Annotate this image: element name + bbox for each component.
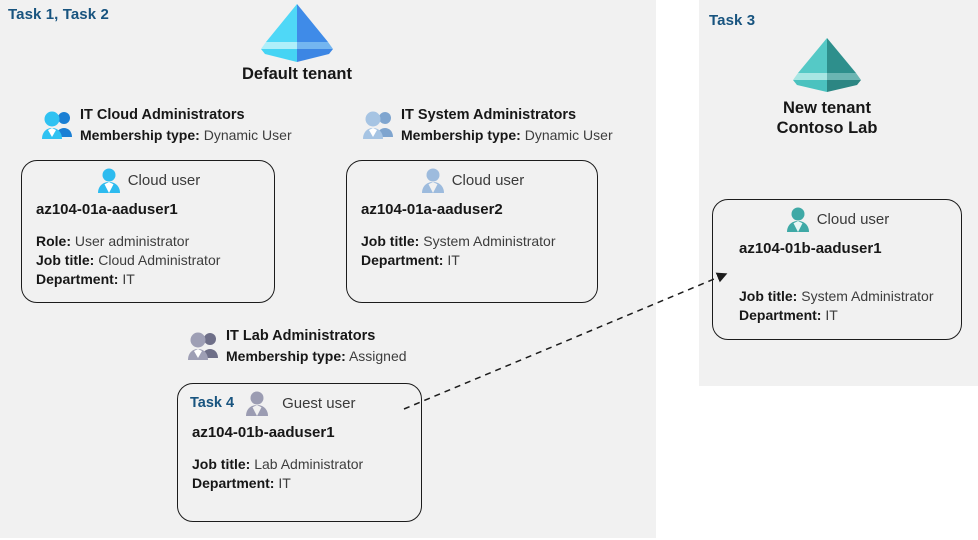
card-header: Task 4 Guest user	[178, 390, 421, 416]
user-card-guest-az104-01b-aaduser1: Task 4 Guest user az104-01b-aaduser1 Job…	[177, 383, 422, 522]
attribute-row: Job title: Lab Administrator	[192, 455, 421, 474]
attribute-row: Department: IT	[361, 251, 597, 270]
group-membership: Membership type: Dynamic User	[401, 127, 613, 143]
card-attributes: Job title: System Administrator Departme…	[739, 287, 961, 325]
attribute-value: Lab Administrator	[254, 456, 364, 472]
attribute-row: Job title: Cloud Administrator	[36, 251, 274, 270]
group-membership-label: Membership type:	[80, 127, 200, 143]
group-title: IT Cloud Administrators	[80, 107, 245, 123]
card-username: az104-01b-aaduser1	[192, 424, 335, 441]
attribute-label: Job title:	[361, 233, 420, 249]
attribute-value: Cloud Administrator	[98, 252, 221, 268]
group-title: IT System Administrators	[401, 107, 577, 123]
card-user-type: Cloud user	[127, 171, 201, 189]
attribute-value: System Administrator	[801, 288, 934, 304]
card-username: az104-01a-aaduser1	[36, 201, 178, 218]
attribute-row: Department: IT	[36, 270, 274, 289]
cloud-user-icon	[96, 167, 122, 193]
cloud-user-icon	[420, 167, 446, 193]
attribute-label: Department:	[361, 252, 444, 268]
azure-ad-tenant-icon	[791, 36, 863, 94]
azure-ad-tenant-icon	[259, 2, 335, 64]
group-membership-value: Dynamic User	[524, 127, 613, 143]
card-task-label: Task 4	[190, 395, 235, 411]
new-tenant-name-line2: Contoso Lab	[776, 119, 878, 137]
attribute-row: Department: IT	[192, 474, 421, 493]
attribute-row: Job title: System Administrator	[361, 232, 597, 251]
people-group-icon	[361, 109, 395, 141]
default-tenant-block: Default tenant	[234, 2, 360, 84]
group-title: IT Lab Administrators	[226, 328, 376, 344]
card-username: az104-01a-aaduser2	[361, 201, 503, 218]
attribute-value: IT	[447, 252, 460, 268]
user-card-az104-01a-aaduser2: Cloud user az104-01a-aaduser2 Job title:…	[346, 160, 598, 303]
attribute-value: User administrator	[74, 233, 190, 249]
attribute-label: Department:	[36, 271, 119, 287]
card-header: Cloud user	[347, 167, 597, 193]
attribute-value: System Administrator	[423, 233, 556, 249]
card-user-type: Cloud user	[816, 210, 890, 228]
card-attributes: Job title: System Administrator Departme…	[361, 232, 597, 270]
people-group-icon	[40, 109, 74, 141]
task-label-3: Task 3	[709, 12, 756, 29]
people-group-icon	[186, 330, 220, 362]
group-it-lab-administrators: IT Lab Administrators Membership type: A…	[186, 326, 407, 367]
attribute-value: IT	[122, 271, 135, 287]
card-header: Cloud user	[22, 167, 274, 193]
user-card-az104-01a-aaduser1: Cloud user az104-01a-aaduser1 Role: User…	[21, 160, 275, 303]
attribute-row: Job title: System Administrator	[739, 287, 961, 306]
attribute-value: IT	[825, 307, 838, 323]
user-card-az104-01b-aaduser1: Cloud user az104-01b-aaduser1 Job title:…	[712, 199, 962, 340]
default-tenant-panel	[0, 0, 656, 538]
attribute-row: Role: User administrator	[36, 232, 274, 251]
task-label-1-2: Task 1, Task 2	[8, 6, 109, 23]
card-user-type: Cloud user	[451, 171, 525, 189]
group-membership-value: Dynamic User	[203, 127, 292, 143]
card-attributes: Role: User administrator Job title: Clou…	[36, 232, 274, 289]
new-tenant-name-line1: New tenant	[782, 99, 871, 117]
card-username: az104-01b-aaduser1	[739, 240, 882, 257]
group-membership-label: Membership type:	[401, 127, 521, 143]
attribute-label: Job title:	[192, 456, 251, 472]
card-user-type: Guest user	[282, 394, 356, 412]
attribute-label: Role:	[36, 233, 71, 249]
group-it-system-administrators: IT System Administrators Membership type…	[361, 105, 613, 146]
group-it-cloud-administrators: IT Cloud Administrators Membership type:…	[40, 105, 292, 146]
attribute-label: Department:	[739, 307, 822, 323]
attribute-row: Department: IT	[739, 306, 961, 325]
group-membership: Membership type: Assigned	[226, 348, 407, 364]
guest-user-icon	[244, 390, 270, 416]
attribute-value: IT	[278, 475, 291, 491]
group-membership-label: Membership type:	[226, 348, 346, 364]
cloud-user-icon	[785, 206, 811, 232]
group-membership: Membership type: Dynamic User	[80, 127, 292, 143]
new-tenant-block: New tenant Contoso Lab	[764, 36, 890, 138]
default-tenant-name: Default tenant	[241, 65, 352, 83]
attribute-label: Department:	[192, 475, 275, 491]
group-membership-value: Assigned	[348, 348, 407, 364]
card-header: Cloud user	[713, 206, 961, 232]
card-attributes: Job title: Lab Administrator Department:…	[192, 455, 421, 493]
attribute-label: Job title:	[739, 288, 798, 304]
attribute-label: Job title:	[36, 252, 95, 268]
